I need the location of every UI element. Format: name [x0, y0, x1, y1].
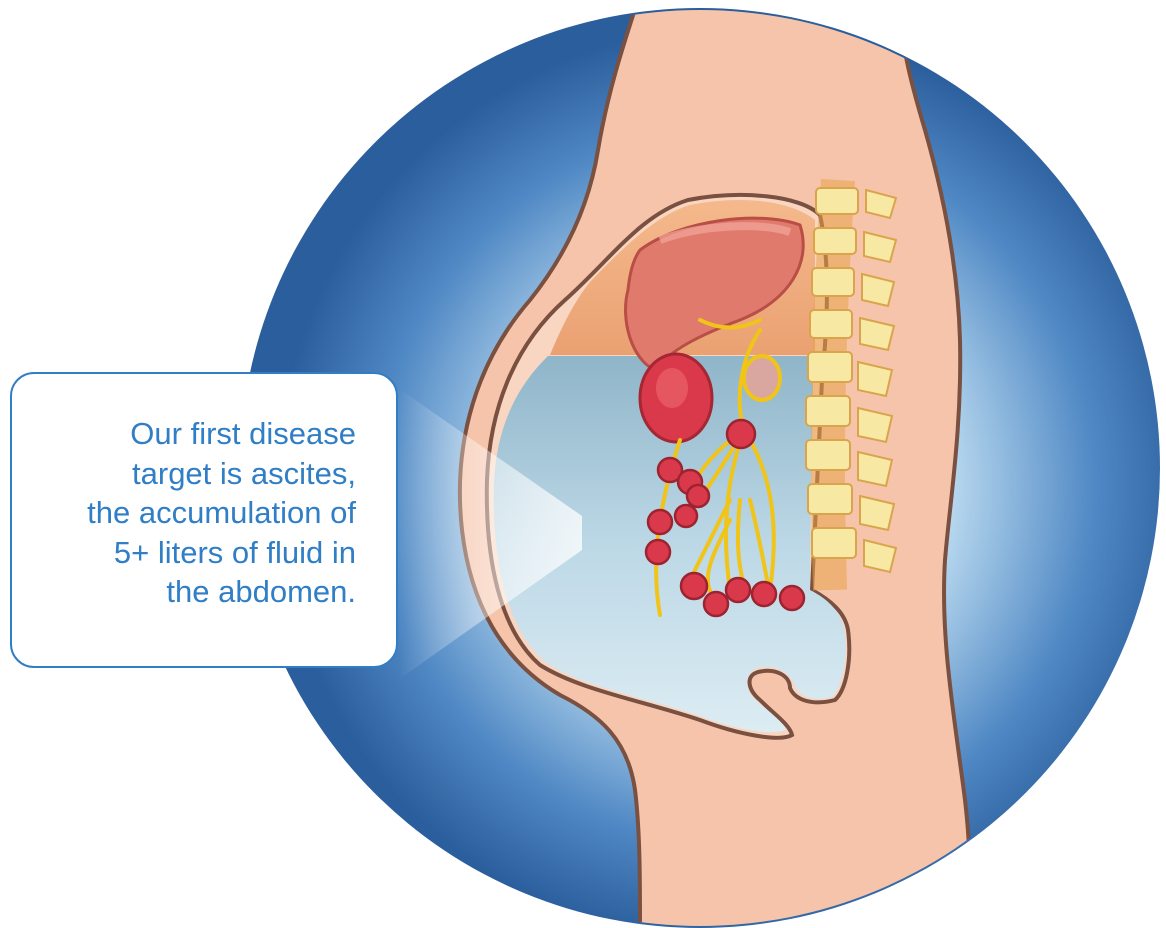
callout-line: target is ascites, [26, 454, 356, 494]
callout-line: the accumulation of [26, 493, 356, 533]
callout-text: Our first disease target is ascites, the… [26, 414, 356, 612]
callout-box: Our first disease target is ascites, the… [10, 372, 398, 668]
pale-node [744, 356, 780, 400]
callout-line: Our first disease [26, 414, 356, 454]
callout-line: the abdomen. [26, 572, 356, 612]
callout-line: 5+ liters of fluid in [26, 533, 356, 573]
kidney-highlight [656, 368, 688, 408]
